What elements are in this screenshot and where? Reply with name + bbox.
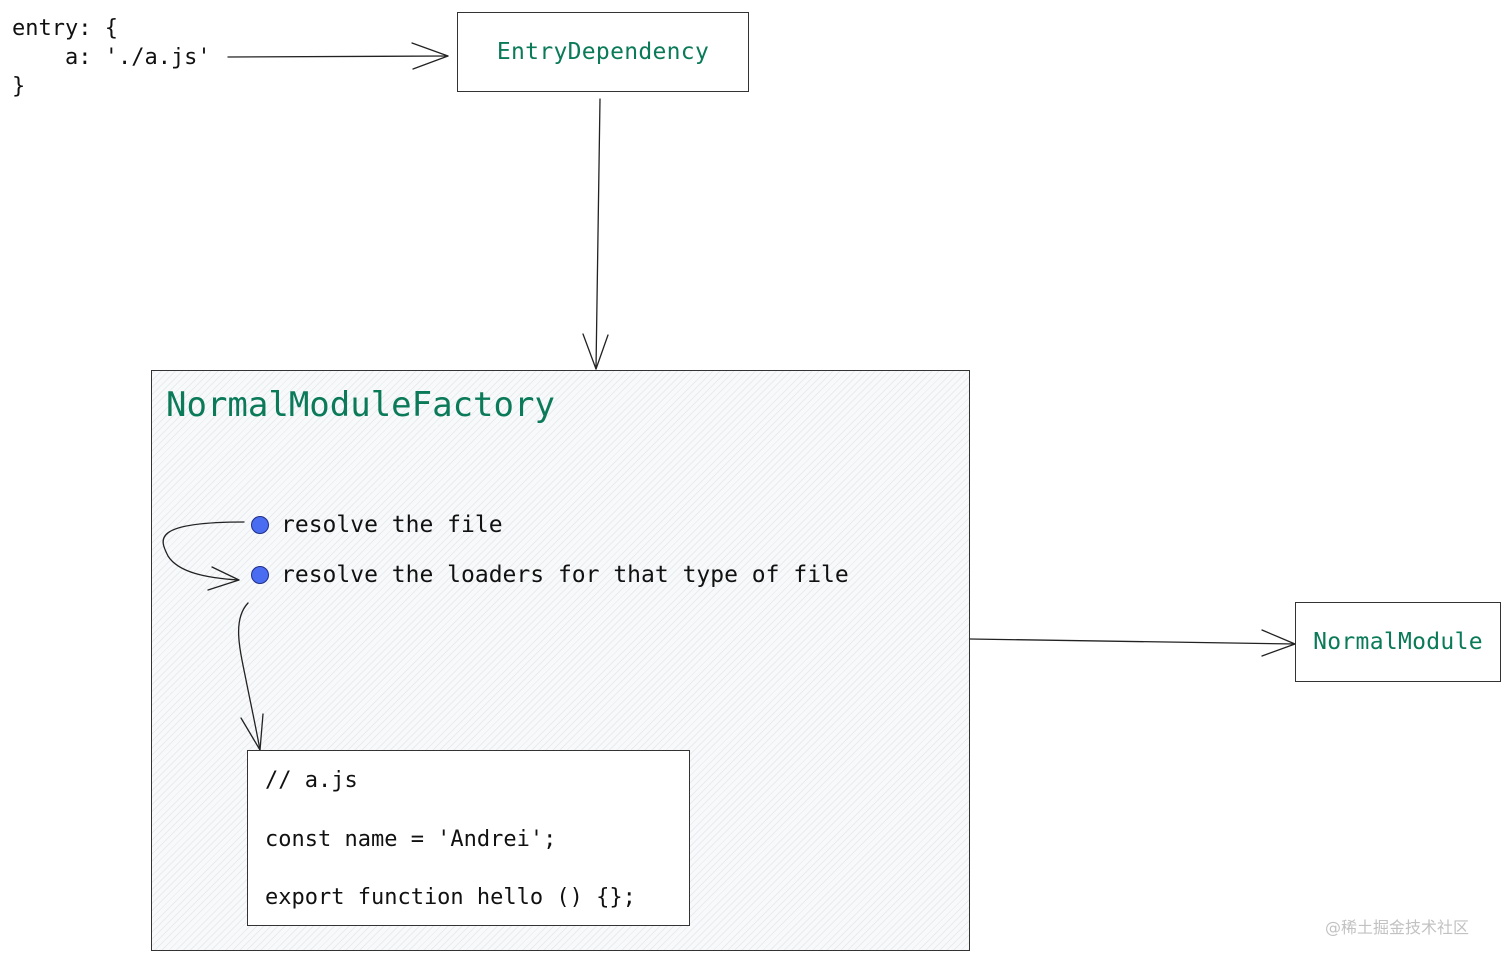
- normal-module-label: NormalModule: [1313, 629, 1483, 655]
- entry-dependency-box: EntryDependency: [457, 12, 749, 92]
- entry-dependency-label: EntryDependency: [496, 39, 710, 65]
- code-line: const name = 'Andrei';: [265, 826, 557, 852]
- code-line: export function hello () {};: [265, 885, 636, 910]
- step-resolve-file: resolve the file: [251, 512, 503, 538]
- arrow-entrydependency-to-factory: [582, 98, 609, 370]
- entry-config-code: entry: { a: './a.js' }: [12, 14, 211, 101]
- watermark: @稀土掘金技术社区: [1325, 918, 1470, 937]
- bullet-icon: [251, 516, 269, 534]
- step-label: resolve the loaders for that type of fil…: [281, 562, 849, 588]
- step-resolve-loaders: resolve the loaders for that type of fil…: [251, 562, 849, 588]
- normal-module-factory-title: NormalModuleFactory: [166, 385, 555, 425]
- entry-code-line: }: [12, 74, 26, 99]
- arrow-entry-to-entrydependency: [227, 42, 449, 70]
- entry-code-line: entry: {: [12, 16, 118, 41]
- step-label: resolve the file: [281, 512, 503, 538]
- normal-module-box: NormalModule: [1295, 602, 1501, 682]
- entry-code-line: a: './a.js': [12, 45, 211, 70]
- bullet-icon: [251, 566, 269, 584]
- module-source-code-box: // a.js const name = 'Andrei'; export fu…: [247, 750, 690, 926]
- arrow-factory-to-normalmodule: [969, 629, 1296, 657]
- code-line: // a.js: [265, 768, 358, 793]
